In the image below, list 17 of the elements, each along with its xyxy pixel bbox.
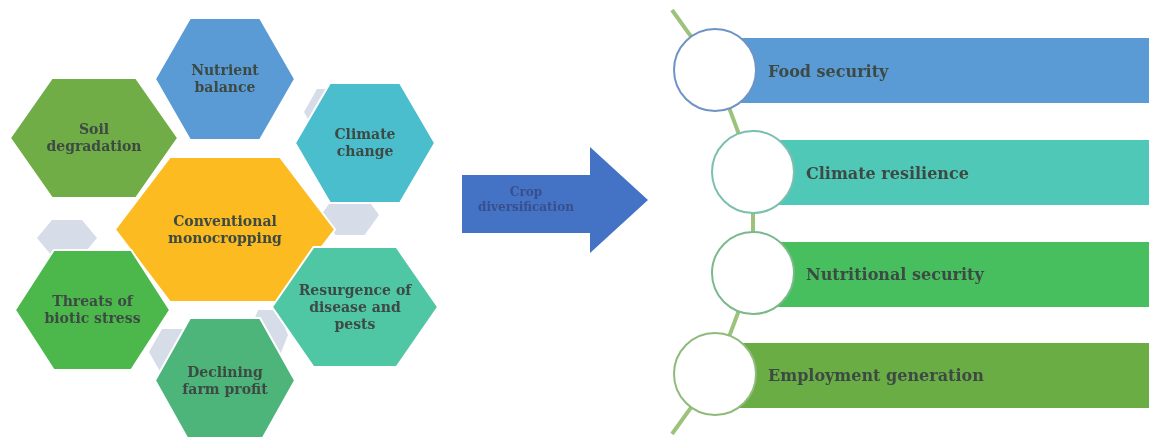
arrow-label: Crop diversification: [477, 185, 575, 215]
bar-label: Employment generation: [768, 366, 984, 384]
hexagon-label: Climate change: [333, 126, 397, 160]
hexagon-label: Conventional monocropping: [167, 212, 283, 247]
hexagon-label: Declining farm profit: [181, 363, 269, 398]
bar-label: Climate resilience: [806, 164, 969, 182]
connector-line: [751, 213, 755, 232]
hexagon-label: Threats of biotic stress: [43, 293, 142, 327]
connector-line: [670, 8, 693, 38]
hexagon-label: Soil degradation: [45, 121, 143, 155]
bar-label: Food security: [768, 62, 889, 80]
bar-label: Nutritional security: [806, 265, 984, 283]
hexagon-label: Nutrient balance: [190, 62, 260, 96]
connector-line: [727, 310, 741, 337]
hexagon-label: Resurgence of disease and pests: [297, 281, 413, 333]
connector-line: [727, 107, 741, 135]
connector-line: [670, 406, 693, 436]
